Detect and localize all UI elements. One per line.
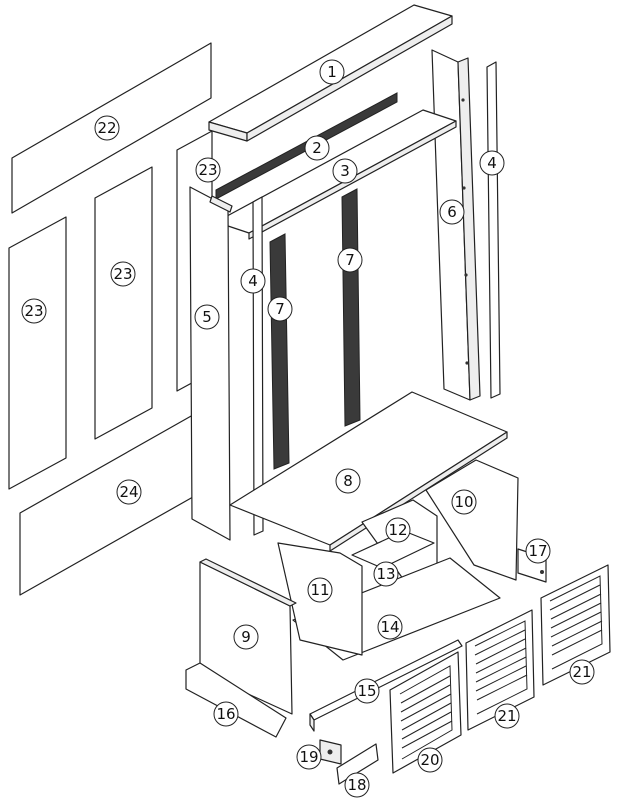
part-5-left-side-panel — [189, 186, 231, 541]
callout-5: 5 — [194, 304, 220, 330]
callout-12: 12 — [385, 517, 411, 543]
callout-21-left: 21 — [494, 703, 520, 729]
callout-9: 9 — [233, 624, 259, 650]
svg-text:21: 21 — [572, 663, 591, 681]
callout-19: 19 — [296, 744, 322, 770]
part-4-right-strip — [486, 61, 501, 399]
panel-23-left-wall — [8, 216, 67, 490]
part-7-right-divider — [341, 188, 361, 427]
part-5-left-side-edge — [209, 195, 233, 213]
callout-13: 13 — [373, 561, 399, 587]
callout-7-right: 7 — [337, 247, 363, 273]
callout-14: 14 — [377, 614, 403, 640]
svg-text:15: 15 — [357, 682, 376, 700]
svg-text:5: 5 — [202, 308, 212, 326]
part-7-left-divider — [269, 233, 290, 470]
callout-22: 22 — [94, 115, 120, 141]
svg-text:22: 22 — [97, 119, 116, 137]
callout-10: 10 — [451, 489, 477, 515]
callout-18: 18 — [344, 772, 370, 798]
callout-4-right: 4 — [479, 150, 505, 176]
part-9-left-base-edge — [199, 558, 297, 607]
callout-20: 20 — [417, 747, 443, 773]
svg-text:4: 4 — [487, 154, 497, 172]
part-20-louvered-door — [389, 651, 462, 774]
svg-text:23: 23 — [113, 265, 132, 283]
svg-text:12: 12 — [388, 521, 407, 539]
svg-text:8: 8 — [343, 472, 353, 490]
callout-23-left: 23 — [21, 298, 47, 324]
svg-text:14: 14 — [380, 618, 399, 636]
svg-text:11: 11 — [310, 581, 329, 599]
callout-16: 16 — [213, 701, 239, 727]
panel-23-middle-wall — [94, 166, 153, 440]
svg-text:6: 6 — [447, 203, 457, 221]
part-16-kick-rail — [185, 662, 287, 738]
svg-text:24: 24 — [119, 483, 138, 501]
svg-text:1: 1 — [327, 63, 337, 81]
callout-11: 11 — [307, 577, 333, 603]
part-21-louvered-door-right — [540, 564, 611, 686]
svg-text:2: 2 — [312, 139, 322, 157]
callout-17: 17 — [525, 538, 551, 564]
svg-text:16: 16 — [216, 705, 235, 723]
callout-2: 2 — [304, 135, 330, 161]
svg-text:9: 9 — [241, 628, 251, 646]
part-4-left-strip — [252, 196, 264, 536]
svg-text:23: 23 — [24, 302, 43, 320]
callout-23-middle: 23 — [110, 261, 136, 287]
callout-3: 3 — [332, 158, 358, 184]
part-13-inner-shelf — [351, 530, 435, 569]
part-10-back-cabinet-panel — [425, 459, 519, 581]
callout-24: 24 — [116, 479, 142, 505]
svg-text:3: 3 — [340, 162, 350, 180]
svg-text:17: 17 — [528, 542, 547, 560]
svg-text:20: 20 — [420, 751, 439, 769]
svg-text:19: 19 — [299, 748, 318, 766]
svg-text:7: 7 — [345, 251, 355, 269]
part-1-top-shelf-front — [246, 15, 453, 142]
svg-text:10: 10 — [454, 493, 473, 511]
callout-23-right: 23 — [195, 157, 221, 183]
callout-15: 15 — [354, 678, 380, 704]
callout-8: 8 — [335, 468, 361, 494]
part-6-right-side-edge — [457, 57, 481, 401]
part-18-hinge-plate — [336, 743, 379, 785]
svg-text:18: 18 — [347, 776, 366, 794]
callout-21-right: 21 — [569, 659, 595, 685]
svg-text:21: 21 — [497, 707, 516, 725]
svg-text:4: 4 — [248, 272, 258, 290]
svg-text:7: 7 — [275, 300, 285, 318]
callout-4-left: 4 — [240, 268, 266, 294]
callout-1: 1 — [319, 59, 345, 85]
svg-text:23: 23 — [198, 161, 217, 179]
callout-7-left: 7 — [267, 296, 293, 322]
part-21-louvered-door-left — [465, 609, 535, 731]
part-15-front-rail-face — [309, 713, 315, 732]
svg-text:13: 13 — [376, 565, 395, 583]
callout-6: 6 — [439, 199, 465, 225]
